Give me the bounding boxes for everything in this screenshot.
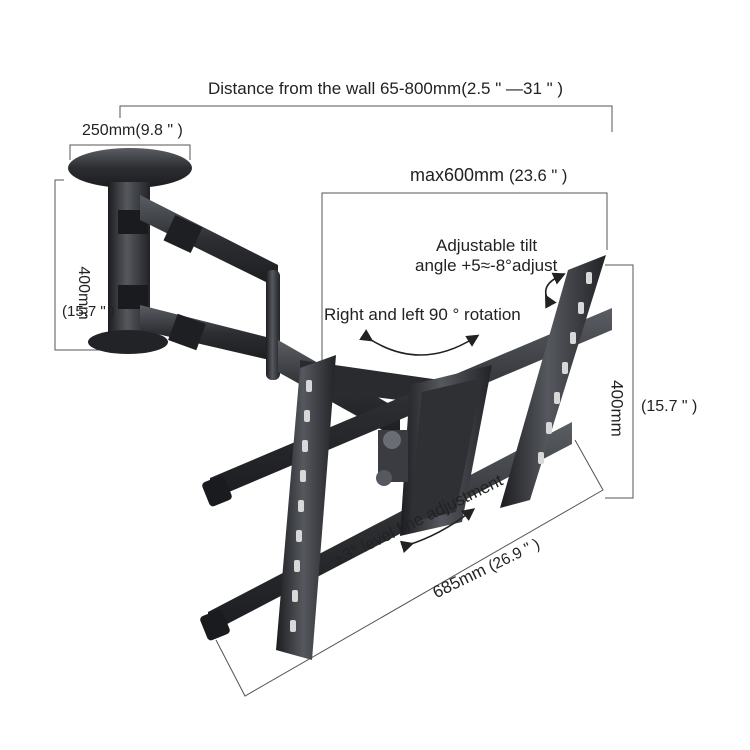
tilt-label-line2: angle +5≈-8°adjust	[415, 256, 558, 275]
wall-plate-top-cap	[68, 148, 192, 188]
wall-plate-height-inches: (15.7 " )	[62, 303, 115, 320]
vesa-height-label: 400mm	[607, 380, 627, 437]
level-arrow-icon	[399, 508, 476, 554]
motion-arrows	[359, 272, 566, 554]
plate-width-line	[69, 144, 191, 160]
tilt-head-plate	[376, 365, 492, 536]
max-width-label: max600mm (23.6 " )	[410, 165, 568, 185]
vesa-height-line	[605, 264, 634, 499]
rotation-arrow-icon	[359, 329, 480, 356]
tilt-label-line1: Adjustable tilt	[436, 236, 538, 255]
wall-plate-width-label: 250mm(9.8 " )	[82, 122, 183, 139]
plate-height-line	[54, 179, 100, 351]
wall-distance-label: Distance from the wall 65-800mm(2.5 " —3…	[208, 79, 564, 98]
rail-width-line	[215, 439, 604, 697]
wall-plate-bottom-cap	[88, 330, 168, 354]
rotation-label: Right and left 90 ° rotation	[324, 305, 521, 324]
vesa-height-inches: (15.7 " )	[641, 398, 698, 415]
tv-brackets	[276, 255, 606, 660]
dimension-lines	[54, 105, 634, 697]
max-width-line	[321, 192, 608, 380]
tilt-arrow-icon	[544, 272, 566, 309]
wall-distance-line	[119, 105, 613, 132]
